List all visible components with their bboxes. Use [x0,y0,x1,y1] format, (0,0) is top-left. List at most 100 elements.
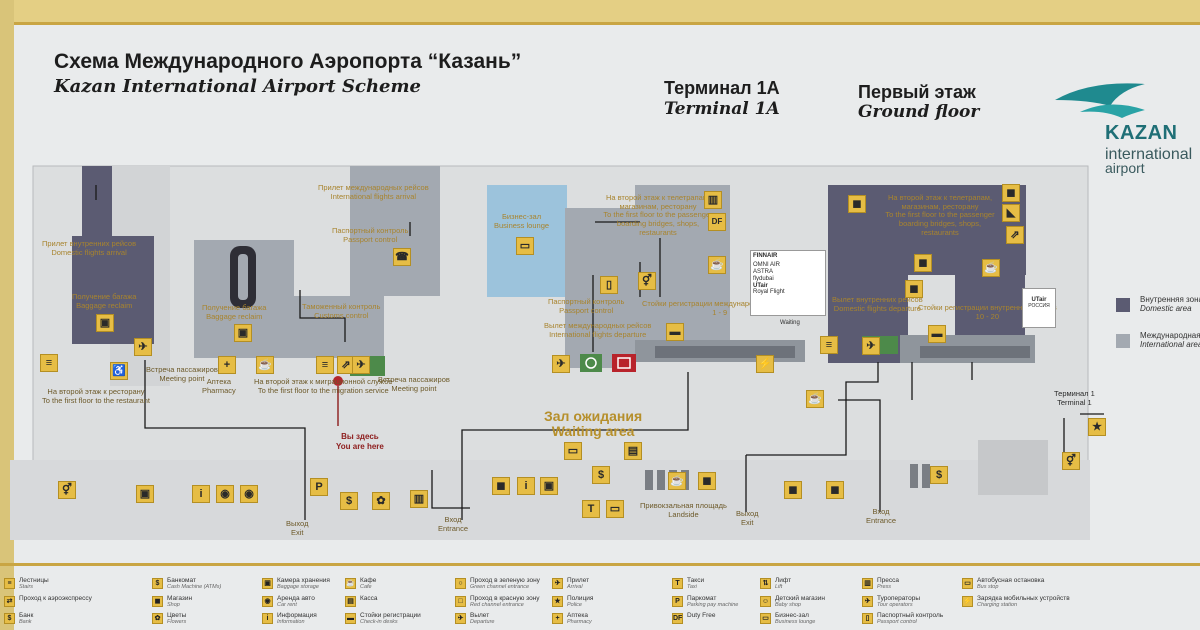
legend-swatch-international [1116,334,1130,348]
legend-item: Проход к аэроэкспрессу [19,595,92,602]
baggage-intl-icon: ▣ [234,324,252,342]
bus-stop-icon: ▭ [606,500,624,518]
shop-entrance-icon: ◼ [826,481,844,499]
checkin-icon: ▬ [345,613,356,624]
shop-bag-icon: ◼ [905,280,923,298]
arrival-mid-icon: ✈ [352,356,370,374]
bank-left-icon: $ [340,492,358,510]
police-icon: ★ [1088,418,1106,436]
parking-icon: P [672,596,683,607]
red-channel-marker [612,354,636,372]
logo-wordmark: KAZAN [1105,122,1178,144]
info-icon: i [517,477,535,495]
green-channel-marker [580,354,602,372]
checkin-dom-icon: ▬ [928,325,946,343]
logo-subtitle-2: airport [1105,160,1145,176]
departure-dom-icon: ✈ [862,337,880,355]
legend-item: Duty Free [687,612,716,619]
label-second-floor-right: На второй этаж к телетрапам, магазинам, … [885,193,995,237]
atm-icon: $ [152,578,163,589]
arrival-icon: ✈ [134,338,152,356]
accessibility-icon: ♿ [110,362,128,380]
toilet-icon: ⚥ [638,272,656,290]
toilet-right-icon: ⚥ [1062,452,1080,470]
flower-icon: ✿ [372,492,390,510]
passport-icon: ▯ [862,613,873,624]
airline-board: FINNAIR OMNI AIR ASTRA flydubai UTair Ro… [750,250,826,316]
police-icon: ★ [552,596,563,607]
car2-icon: ◉ [240,485,258,503]
kids-icon: ☺ [760,596,771,607]
charging-icon: ⚡ [962,596,973,607]
bank-icon: $ [4,613,15,624]
business-lounge-icon: ▭ [516,237,534,255]
departure-icon: ✈ [552,355,570,373]
sign-frame-top [0,0,1200,22]
legend-international: Международная зонаInternational area [1140,331,1200,349]
red-channel-icon: □ [455,596,466,607]
press-icon: ▥ [704,191,722,209]
cafe-landside-icon: ☕ [668,472,686,490]
stairs-mid-icon: ≡ [316,356,334,374]
train-icon: ⇄ [4,596,15,607]
departure-icon: ✈ [455,613,466,624]
flower-icon: ✿ [152,613,163,624]
stairs-icon: ≡ [4,578,15,589]
shop-icon: ◼ [848,195,866,213]
terminal-russian: Терминал 1А [664,78,780,98]
label-second-floor-left: На второй этаж к телетрапам, магазинам, … [603,193,713,237]
lift-icon: ⇅ [760,578,771,589]
dutyfree-icon: DF [672,613,683,624]
cafe-icon: ☕ [345,578,356,589]
logo-subtitle-1: international [1105,146,1193,163]
arrival-icon: ✈ [552,578,563,589]
escalator-right-icon: ⇗ [1006,226,1024,244]
pharmacy-icon: + [218,356,236,374]
charging-icon: ⚡ [756,355,774,373]
cashier-icon: ▤ [345,596,356,607]
tour-icon: ✈ [862,596,873,607]
boot-icon: ◣ [1002,204,1020,222]
cafe-right-icon: ☕ [708,256,726,274]
cafe-icon: ☕ [256,356,274,374]
phone-icon: ☎ [393,248,411,266]
dutyfree-icon: DF [708,213,726,231]
cafe-dom-icon: ☕ [982,259,1000,277]
info-left-icon: i [192,485,210,503]
zone-domestic-departure [828,185,908,363]
title-english: Kazan International Airport Scheme [54,76,422,97]
shop-landside-icon: ◼ [698,472,716,490]
baggage-icon: ▣ [96,314,114,332]
lounge-icon: ▭ [760,613,771,624]
press-icon: ▥ [862,578,873,589]
car-icon: ◉ [262,596,273,607]
taxi-icon: T [582,500,600,518]
atm-right-icon: $ [930,466,948,484]
shop-waiting-icon: ◼ [492,477,510,495]
info-icon: i [262,613,273,624]
